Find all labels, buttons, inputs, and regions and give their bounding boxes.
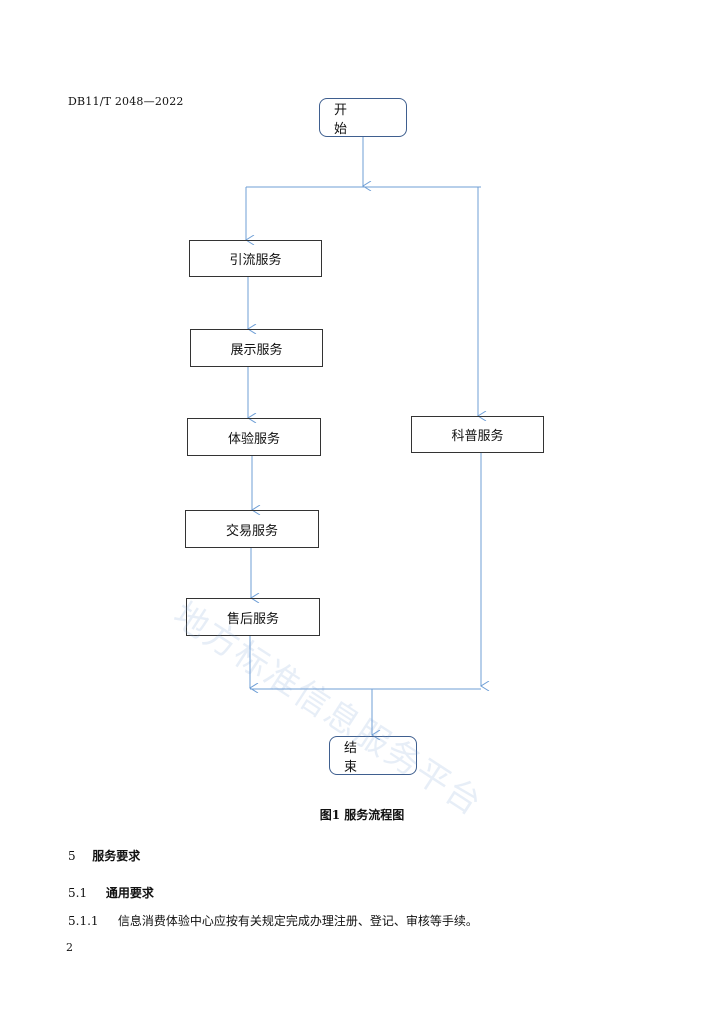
- step-shouhou: 售后服务: [186, 598, 320, 636]
- section-heading-5: 5 服务要求: [68, 847, 140, 864]
- step-jiaoyi: 交易服务: [185, 510, 319, 548]
- section-title: 通用要求: [105, 886, 154, 900]
- section-number: 5: [68, 849, 76, 863]
- section-heading-5-1: 5.1 通用要求: [68, 884, 154, 901]
- step-yinliu: 引流服务: [189, 240, 322, 277]
- section-title: 服务要求: [92, 849, 141, 863]
- step-kepu: 科普服务: [411, 416, 544, 453]
- paragraph-number: 5.1.1: [68, 914, 99, 928]
- figure-caption: 图1 服务流程图: [319, 808, 405, 822]
- step-tiyan: 体验服务: [187, 418, 321, 456]
- step-zhanshi: 展示服务: [190, 329, 323, 367]
- paragraph-5-1-1: 5.1.1 信息消费体验中心应按有关规定完成办理注册、登记、审核等手续。: [68, 912, 478, 929]
- start-node: 开 始: [319, 98, 407, 137]
- end-node: 结 束: [329, 736, 417, 775]
- section-number: 5.1: [68, 886, 88, 900]
- standard-code: DB11/T 2048—2022: [68, 95, 184, 108]
- page-number: 2: [66, 941, 73, 954]
- paragraph-text: 信息消费体验中心应按有关规定完成办理注册、登记、审核等手续。: [117, 914, 478, 928]
